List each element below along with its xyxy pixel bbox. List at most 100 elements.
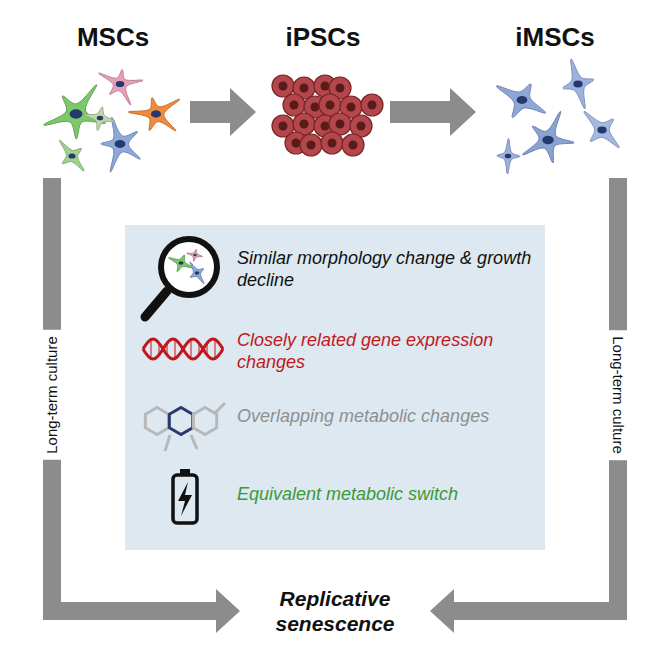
nucleus	[505, 154, 511, 159]
base-pair	[150, 339, 152, 358]
nucleus	[151, 110, 161, 117]
nucleus	[178, 261, 183, 265]
cell-body	[44, 85, 106, 139]
finding-text: Overlapping metabolic changes	[237, 405, 533, 427]
arrow-head	[450, 88, 476, 136]
bond	[191, 435, 197, 449]
nucleus	[70, 109, 83, 118]
nucleus	[97, 116, 103, 121]
nucleus	[290, 101, 299, 110]
cell	[497, 139, 520, 174]
edge-label: Long-term culture	[608, 330, 628, 460]
ring	[193, 408, 216, 435]
battery-icon	[173, 469, 197, 523]
nucleus	[292, 139, 301, 148]
nucleus	[300, 120, 309, 129]
nucleus	[349, 141, 358, 150]
strand	[143, 339, 223, 359]
cell-group: MSCs	[38, 22, 188, 172]
cell-body	[496, 84, 545, 118]
nucleus	[115, 140, 126, 148]
nucleus	[357, 122, 366, 131]
bolt	[178, 482, 192, 516]
stem-cell	[300, 134, 322, 156]
cell-body	[128, 98, 179, 131]
outcome-box: Replicative senescence	[240, 582, 430, 640]
cell-body	[187, 249, 203, 261]
nucleus	[321, 82, 330, 91]
stem-cell	[272, 75, 294, 97]
cell-group: iPSCs	[258, 22, 388, 172]
cell-body	[342, 134, 364, 156]
lens	[161, 239, 217, 295]
findings-panel: Similar morphology change & growth decli…	[125, 225, 545, 550]
nucleus	[347, 103, 356, 112]
cell	[84, 107, 115, 131]
cell-body	[190, 262, 204, 284]
nucleus	[597, 127, 606, 134]
cell-body	[300, 134, 322, 156]
cell	[190, 262, 204, 284]
bond	[165, 435, 170, 451]
arrow-group	[190, 88, 256, 136]
nucleus	[311, 103, 320, 112]
cell-body	[60, 140, 84, 171]
cell-type-label: iPSCs	[258, 22, 388, 52]
cell-group: iMSCs	[478, 22, 632, 172]
cell-body	[361, 94, 383, 116]
stem-cell	[342, 134, 364, 156]
ring	[169, 408, 192, 435]
base-pair	[214, 339, 216, 358]
stem-cell	[321, 132, 343, 154]
cell	[128, 98, 179, 131]
arrow-head	[216, 589, 240, 633]
arrow-head	[230, 88, 256, 136]
arrow-group	[390, 88, 476, 136]
nucleus	[300, 84, 309, 93]
base-pair	[190, 339, 192, 358]
nucleus	[195, 271, 200, 274]
process-arrow	[390, 101, 450, 123]
nucleus	[517, 96, 528, 104]
cell-body	[523, 111, 574, 163]
cell	[523, 111, 574, 163]
magnifier-icon	[145, 239, 217, 317]
cell	[169, 255, 193, 272]
cell	[584, 111, 619, 147]
molecule-icon	[145, 403, 225, 451]
edge-label: Long-term culture	[42, 330, 62, 460]
cell-body	[101, 117, 140, 172]
nucleus	[326, 101, 335, 110]
cell-type-label: MSCs	[38, 22, 188, 52]
cell	[187, 249, 203, 261]
cell-body	[584, 111, 619, 147]
cell-type-label: iMSCs	[478, 22, 632, 52]
finding-text: Similar morphology change & growth decli…	[237, 247, 533, 291]
base-pair	[174, 339, 176, 358]
nucleus	[193, 254, 196, 256]
battery-cap	[180, 469, 190, 475]
nucleus	[116, 81, 125, 87]
nucleus	[573, 81, 582, 88]
cell	[99, 70, 143, 105]
cell-body	[497, 139, 520, 174]
nucleus	[542, 136, 554, 144]
cell-body	[99, 70, 143, 105]
finding-text: Closely related gene expression changes	[237, 329, 533, 373]
dna-icon	[143, 339, 223, 359]
cell	[101, 117, 140, 172]
nucleus	[336, 120, 345, 129]
cell-body	[272, 75, 294, 97]
nucleus	[328, 139, 337, 148]
bond	[215, 403, 225, 413]
nucleus	[279, 82, 288, 91]
cell	[60, 140, 84, 171]
nucleus	[307, 141, 316, 150]
nucleus	[368, 101, 377, 110]
cell-body	[321, 132, 343, 154]
ring	[145, 408, 168, 435]
cell	[496, 84, 545, 118]
arrow-head	[430, 589, 454, 633]
cell-body	[563, 59, 594, 109]
